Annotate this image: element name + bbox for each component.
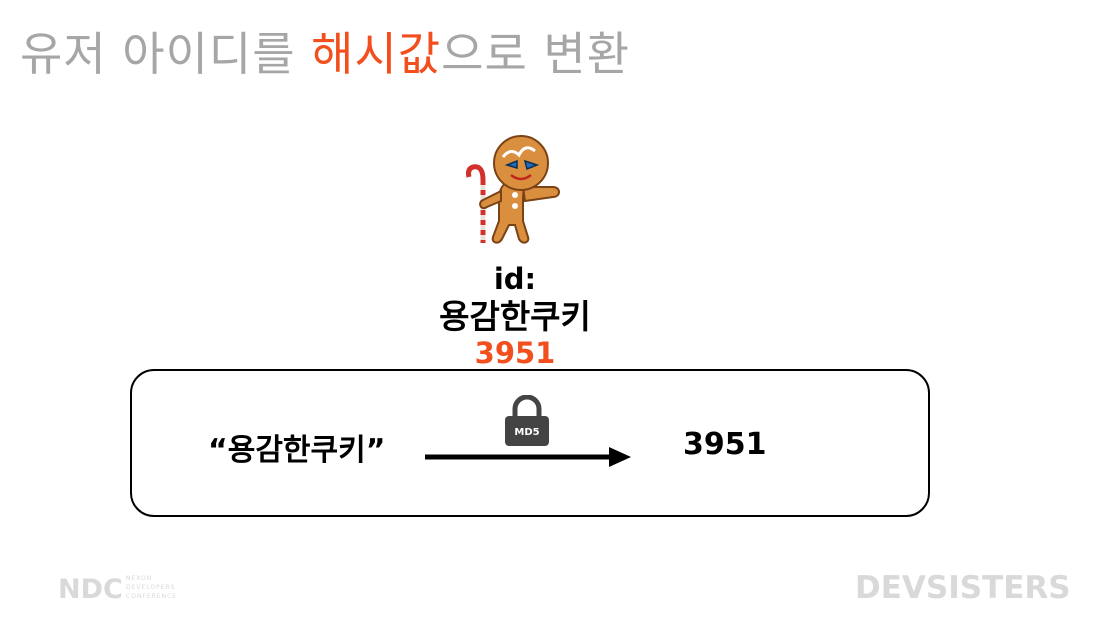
character-id-block: id: 용감한쿠키 3951: [415, 262, 615, 368]
ndc-logo-text: NDC: [58, 574, 123, 602]
algorithm-label: MD5: [514, 427, 539, 438]
ndc-sub-1: NEXON: [126, 575, 152, 582]
ndc-sub-3: CONFERENCE: [126, 593, 177, 600]
input-string: “용감한쿠키”: [208, 433, 386, 468]
gingerbread-cookie-icon: [466, 135, 560, 244]
slide-title: 유저 아이디를 해시값으로 변환: [20, 18, 630, 84]
devsisters-logo: DEVSISTERS: [855, 570, 1071, 606]
lock-icon: MD5: [505, 395, 549, 446]
title-highlight: 해시값: [311, 27, 442, 81]
arrow-icon: [425, 447, 631, 467]
character-name: 용감한쿠키: [439, 297, 591, 336]
id-label: id:: [493, 262, 537, 296]
title-prefix: 유저 아이디를: [20, 27, 312, 81]
ndc-sub-2: DEVELOPERS: [126, 584, 176, 591]
character-hash: 3951: [474, 336, 556, 370]
title-suffix: 으로 변환: [441, 27, 631, 81]
output-hash: 3951: [683, 427, 767, 462]
ndc-logo: NDC NEXON DEVELOPERS CONFERENCE: [58, 574, 177, 602]
